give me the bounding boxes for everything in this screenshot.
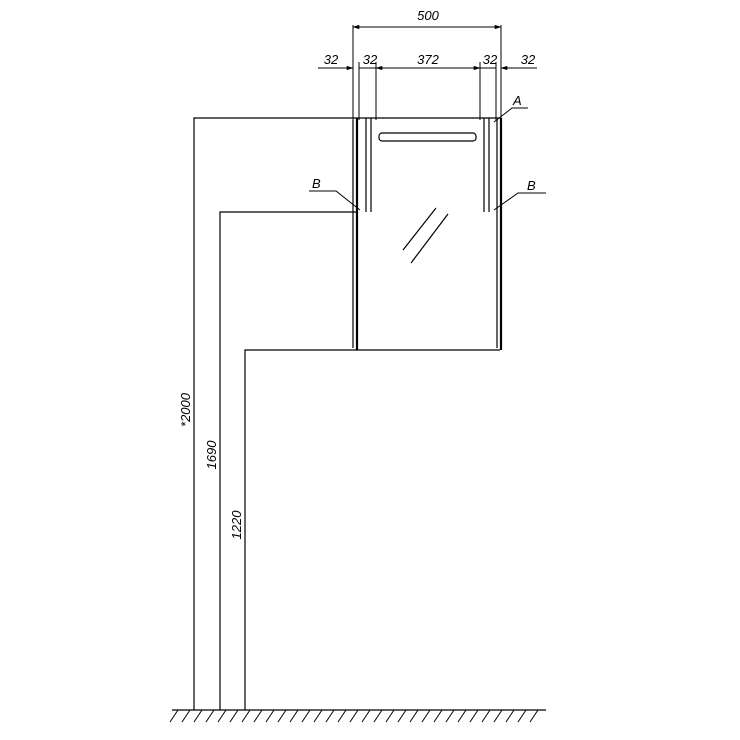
mirror-reflection-mark [402,207,437,251]
mirror-cabinet [352,117,503,351]
callout-a-leader [493,107,528,123]
dim-height-bottom: 1220 [229,510,244,540]
dim-height-top: 1690 [204,440,219,470]
dim-line-1220 [244,349,358,710]
dim-line-1690 [219,211,358,710]
floor [169,709,546,723]
dim-right-inner: 32 [483,52,498,67]
dim-left-outer: 32 [324,52,339,67]
callout-b-right-leader [493,192,546,211]
top-dimensions: 500 32 32 372 32 32 [318,8,537,120]
callout-b-left-label: B [312,176,321,191]
light-fixture [378,132,477,142]
callout-b-left-leader [309,190,361,211]
dim-left-inner: 32 [363,52,378,67]
dim-center-width: 372 [417,52,439,67]
dim-line-2000 [193,117,358,710]
callout-b-right-label: B [527,178,536,193]
height-dimensions: *2000 1690 1220 [178,117,358,710]
floor-hatching [169,709,539,723]
dim-height-total: *2000 [178,392,193,427]
callout-a-label: A [512,93,522,108]
callouts: A B B [309,93,546,211]
mirror-reflection-mark [410,213,449,264]
dim-top-total: 500 [417,8,439,23]
dim-right-outer: 32 [521,52,536,67]
